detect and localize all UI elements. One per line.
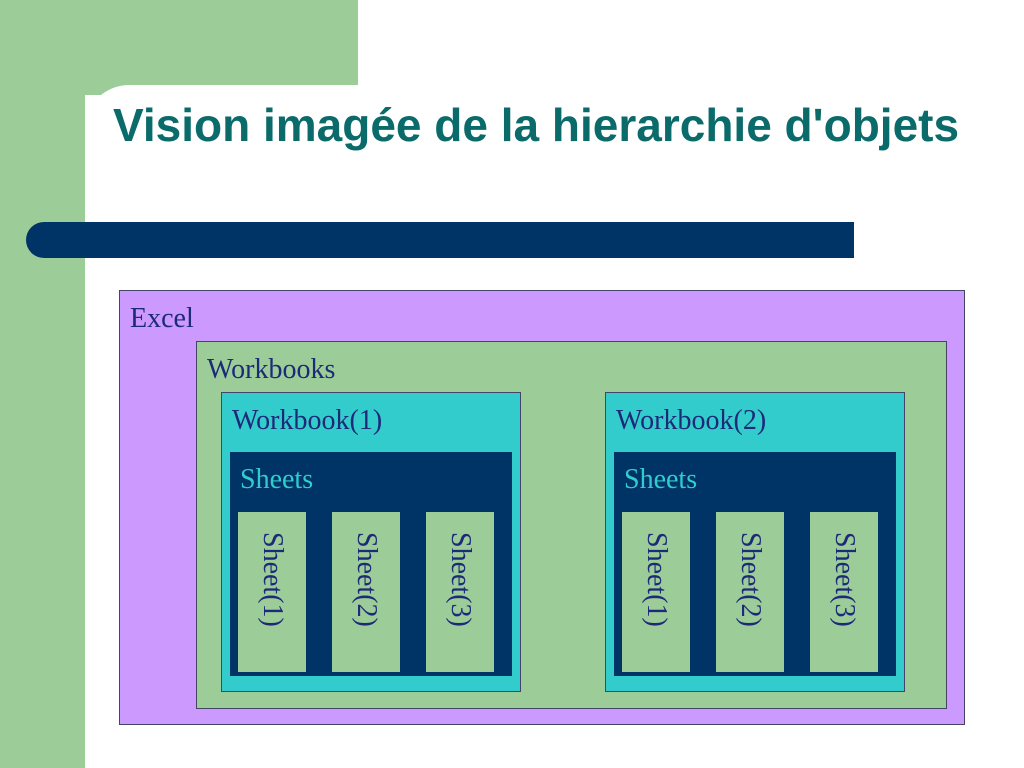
workbook-2-sheets-label: Sheets (624, 464, 698, 495)
sheet-label: Sheet(2) (735, 532, 766, 627)
workbook-2-sheet-3: Sheet(3) (810, 512, 878, 672)
workbook-2-container: Workbook(2) Sheets Sheet(1) Sheet(2) She… (605, 392, 905, 692)
workbooks-label: Workbooks (207, 354, 336, 385)
sheet-label: Sheet(2) (351, 532, 382, 627)
sheet-label: Sheet(1) (641, 532, 672, 627)
excel-label: Excel (130, 303, 194, 334)
workbook-2-sheet-1: Sheet(1) (622, 512, 690, 672)
title-underline-bar (26, 222, 854, 258)
workbook-1-sheet-1: Sheet(1) (238, 512, 306, 672)
workbook-1-sheet-2: Sheet(2) (332, 512, 400, 672)
sheet-label: Sheet(3) (829, 532, 860, 627)
workbook-1-label: Workbook(1) (232, 405, 383, 436)
sheet-label: Sheet(3) (445, 532, 476, 627)
workbook-2-sheets-container: Sheets Sheet(1) Sheet(2) Sheet(3) (614, 452, 896, 676)
workbook-1-container: Workbook(1) Sheets Sheet(1) Sheet(2) She… (221, 392, 521, 692)
workbook-1-sheets-container: Sheets Sheet(1) Sheet(2) Sheet(3) (230, 452, 512, 676)
decor-green-strip (0, 0, 85, 768)
workbook-2-sheet-2: Sheet(2) (716, 512, 784, 672)
workbook-1-sheet-3: Sheet(3) (426, 512, 494, 672)
workbook-2-label: Workbook(2) (616, 405, 767, 436)
sheet-label: Sheet(1) (257, 532, 288, 627)
slide-title: Vision imagée de la hierarchie d'objets (113, 99, 960, 151)
workbook-1-sheets-label: Sheets (240, 464, 314, 495)
